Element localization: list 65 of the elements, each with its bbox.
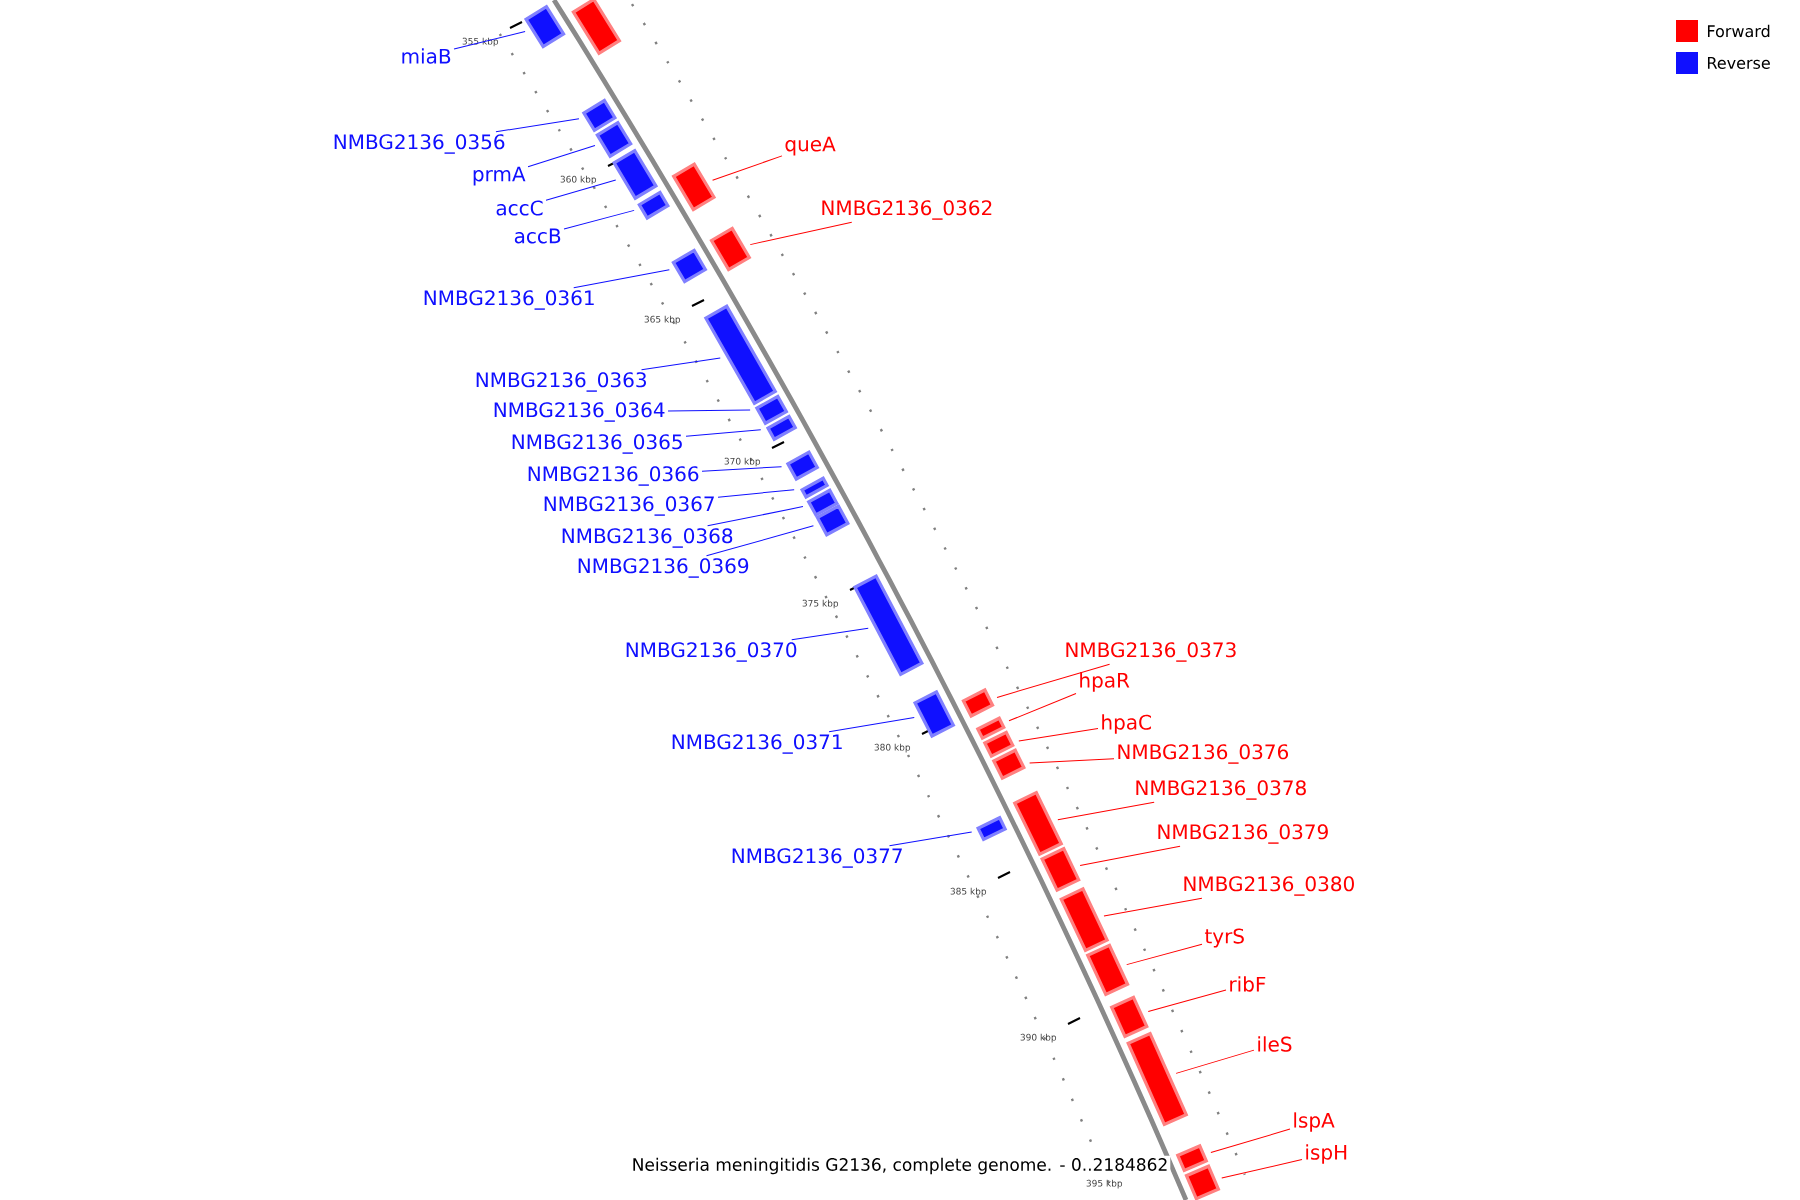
- gene-label: NMBG2136_0379: [1158, 824, 1328, 844]
- leader-line: [706, 525, 814, 557]
- leader-line: [1008, 693, 1077, 722]
- leader-line: [573, 269, 670, 289]
- gene-label: NMBG2136_0371: [672, 734, 842, 754]
- leader-line: [545, 179, 617, 201]
- gene-label: ispH: [1306, 1144, 1347, 1164]
- leader-line: [1210, 1128, 1291, 1154]
- leader-line: [707, 506, 804, 527]
- leader-line: [1018, 728, 1099, 742]
- leader-line: [749, 221, 853, 246]
- gene-label: NMBG2136_0377: [732, 848, 902, 868]
- gene-bar: [815, 503, 850, 537]
- leader-line: [563, 209, 635, 230]
- caption: Neisseria meningitidis G2136, complete genome. - 0..2184862: [629, 1155, 1171, 1177]
- leader-line: [996, 663, 1111, 698]
- gene-label: NMBG2136_0369: [578, 558, 749, 578]
- gene-label: miaB: [402, 48, 451, 64]
- gene-label: hpaR: [1080, 672, 1130, 692]
- gene-label: lspA: [1294, 1112, 1335, 1132]
- gene-label: NMBG2136_0370: [626, 642, 797, 662]
- gene-label: NMBG2136_0363: [476, 372, 646, 392]
- gene-label: NMBG2136_0380: [1184, 876, 1354, 896]
- leader-line: [641, 357, 721, 371]
- leader-line: [1079, 845, 1181, 867]
- gene-label: NMBG2136_0373: [1066, 642, 1236, 662]
- gene-label: ribF: [1230, 976, 1266, 992]
- gene-label: NMBG2136_0356: [334, 134, 505, 154]
- legend-label: Forward: [1708, 24, 1770, 38]
- gene-bar: [523, 4, 566, 49]
- gene-label: hpaC: [1102, 714, 1151, 734]
- gene-label: NMBG2136_0378: [1136, 780, 1306, 800]
- gene-label: accB: [514, 228, 561, 244]
- gene-label: NMBG2136_0366: [528, 466, 699, 486]
- gene-label: NMBG2136_0365: [512, 434, 682, 454]
- leader-line: [1221, 1159, 1303, 1179]
- gene-label: NMBG2136_0367: [544, 496, 714, 516]
- leader-line: [685, 429, 762, 437]
- leader-line: [1029, 758, 1115, 764]
- gene-label: NMBG2136_0364: [494, 402, 665, 422]
- legend-label: Reverse: [1708, 57, 1770, 69]
- leader-line: [1103, 897, 1203, 917]
- leader-line: [453, 31, 526, 50]
- leader-line: [791, 627, 869, 641]
- leader-line: [1175, 1049, 1255, 1074]
- leader-line: [527, 144, 596, 168]
- gene-label: NMBG2136_0362: [822, 200, 992, 220]
- leader-line: [888, 831, 973, 847]
- leader-line: [1147, 989, 1227, 1013]
- leader-line: [667, 409, 751, 412]
- gene-label: NMBG2136_0376: [1118, 744, 1289, 764]
- gene-label: accC: [496, 200, 543, 216]
- leader-line: [1126, 943, 1203, 966]
- gene-label: prmA: [473, 166, 526, 186]
- gene-label: tyrS: [1204, 928, 1244, 948]
- leader-line: [701, 466, 783, 472]
- leader-line: [1057, 801, 1155, 821]
- leader-line: [717, 489, 795, 498]
- leader-line: [712, 155, 783, 181]
- gene-label: NMBG2136_0368: [562, 528, 733, 548]
- gene-label: queA: [785, 136, 836, 156]
- gene-label: ileS: [1258, 1036, 1292, 1052]
- leader-line: [828, 716, 915, 733]
- gene-label: NMBG2136_0361: [424, 290, 594, 310]
- leader-line: [495, 118, 580, 133]
